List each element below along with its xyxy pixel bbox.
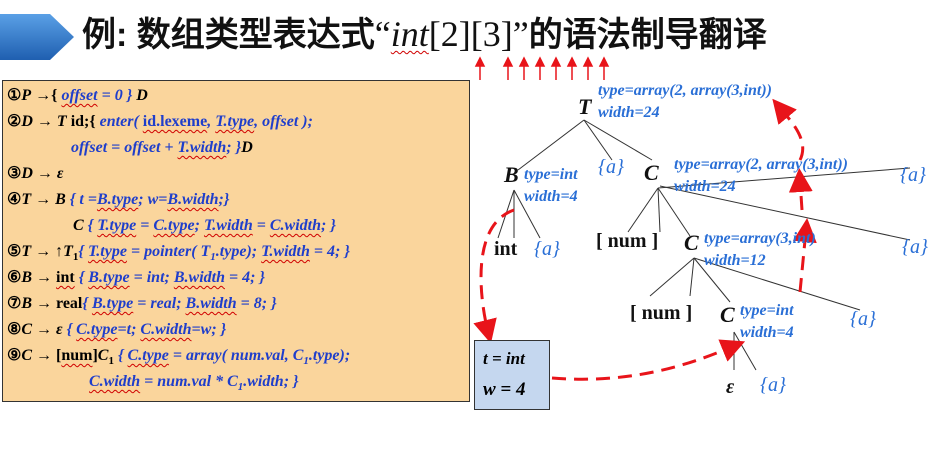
rule-2: ②D → T id;{ enter( id.lexeme, T.type, of… (7, 113, 313, 130)
C3-width-attr: width=4 (740, 324, 794, 341)
tree-node-C1: C (644, 160, 659, 185)
T-width-attr: width=24 (598, 104, 660, 121)
box-t-line: t = int (483, 349, 525, 368)
rule-2-cont: offset = offset + T.width; }D (71, 139, 253, 156)
C3-type-attr: type=int (740, 302, 794, 319)
rule-4-cont: C { T.type = C.type; T.width = C.width; … (73, 217, 336, 234)
rule-7: ⑦B → real{ B.type = real; B.width = 8; } (7, 295, 277, 312)
action-a-4: {a} (902, 236, 928, 258)
tree-node-T: T (578, 94, 592, 119)
B-type-attr: type=int (524, 166, 578, 183)
rule-9-cont: C.width = num.val * C1.width; } (89, 373, 299, 394)
leaf-epsilon: ε (726, 376, 735, 398)
rule-4: ④T → B { t =B.type; w=B.width;} (7, 191, 230, 208)
B-width-attr: width=4 (524, 188, 578, 205)
C1-width-attr: width=24 (674, 178, 736, 195)
rule-1: ①P →{ offset = 0 } D (7, 87, 148, 104)
tree-node-B: B (504, 162, 519, 187)
tree-node-C2: C (684, 230, 699, 255)
title-int: int (390, 14, 429, 54)
banner-arrow-icon (0, 14, 74, 60)
action-a-1: {a} (598, 156, 624, 178)
rule-9: ⑨C → [num]C1 { C.type = array( num.val, … (7, 347, 351, 368)
leaf-num-2: [ num ] (630, 302, 693, 324)
rule-5: ⑤T → ↑T1{ T.type = pointer( T1.type); T.… (7, 243, 350, 264)
leaf-int: int (494, 238, 518, 260)
page-title: 例: 数组类型表达式“int[2][3]”的语法制导翻译 (82, 14, 767, 54)
translation-scheme-panel: ①P →{ offset = 0 } D ②D → T id;{ enter( … (2, 80, 470, 402)
C2-type-attr: type=array(3,int) (704, 230, 816, 247)
leaf-num-1: [ num ] (596, 230, 659, 252)
box-w-line: w = 4 (483, 379, 526, 400)
rule-6: ⑥B → int { B.type = int; B.width = 4; } (7, 269, 265, 286)
tree-node-C3: C (720, 302, 735, 327)
action-a-6: {a} (760, 374, 786, 396)
action-a-3: {a} (534, 238, 560, 260)
rule-8: ⑧C → ε { C.type=t; C.width=w; } (7, 321, 227, 338)
T-type-attr: type=array(2, array(3,int)) (598, 82, 772, 99)
inherited-attr-box: t = int w = 4 (474, 340, 550, 410)
action-a-2: {a} (900, 164, 926, 186)
C2-width-attr: width=12 (704, 252, 766, 269)
action-a-5: {a} (850, 308, 876, 330)
C1-type-attr: type=array(2, array(3,int)) (674, 156, 848, 173)
rule-3: ③D → ε (7, 165, 64, 182)
